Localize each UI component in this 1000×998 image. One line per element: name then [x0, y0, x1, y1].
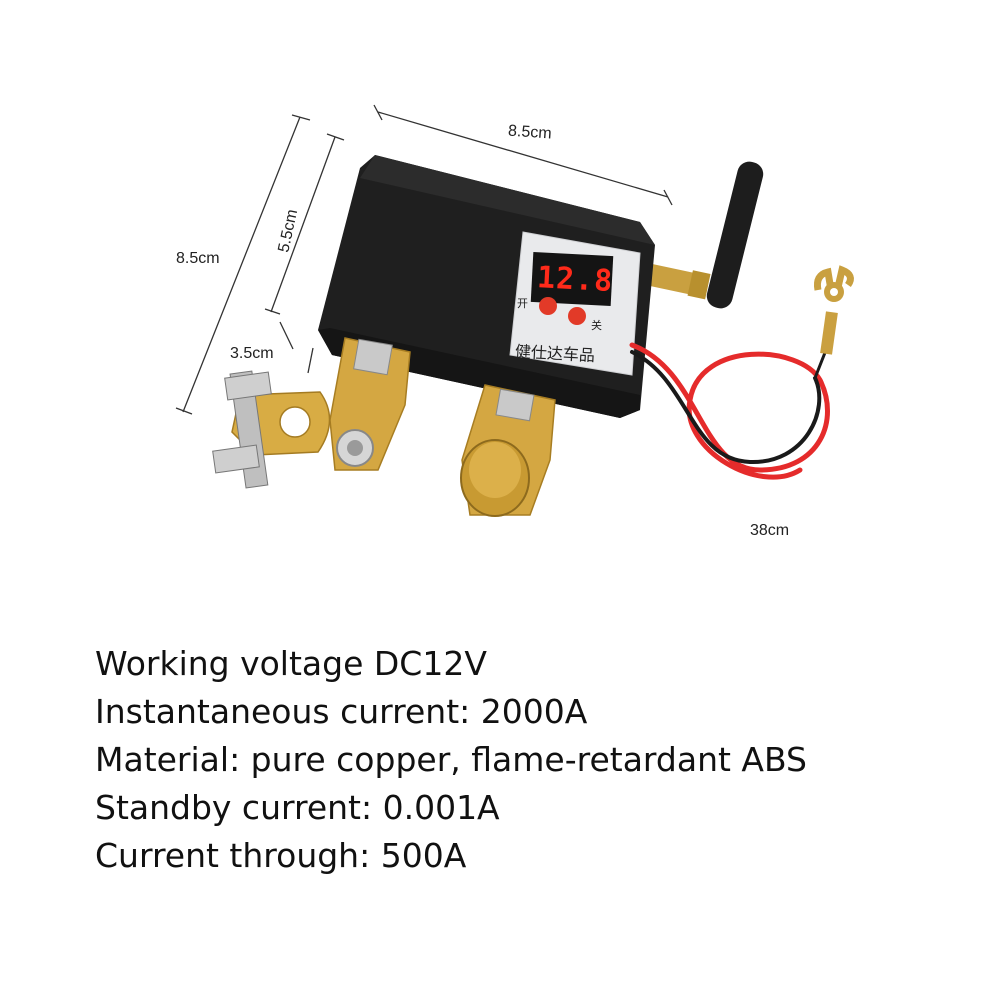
spec-current-through: Current through: 500A: [95, 836, 467, 875]
dimension-left-height: 8.5cm: [176, 250, 220, 267]
on-label: 开: [517, 297, 528, 310]
off-button[interactable]: [568, 307, 586, 325]
dimension-top-width: 8.5cm: [507, 122, 553, 143]
product-illustration: [175, 104, 854, 517]
brand-label: 健仕达车品: [514, 341, 596, 366]
control-panel: [509, 231, 641, 376]
on-button[interactable]: [539, 297, 557, 315]
spec-standby-current: Standby current: 0.001A: [95, 788, 500, 827]
ring-connector: [814, 265, 854, 355]
spec-instant-current: Instantaneous current: 2000A: [95, 692, 588, 731]
antenna: [648, 161, 764, 309]
spec-voltage: Working voltage DC12V: [95, 644, 487, 683]
voltage-display: 12.8: [536, 260, 615, 300]
off-label: 关: [591, 319, 602, 332]
copper-terminals: [329, 337, 556, 517]
battery-clamp: [212, 370, 331, 489]
dimension-cable-length: 38cm: [750, 522, 790, 539]
cable: [629, 342, 830, 480]
spec-material: Material: pure copper, flame-retardant A…: [95, 740, 807, 779]
dimension-lines: [175, 104, 673, 415]
spec-list: Working voltage DC12V Instantaneous curr…: [95, 640, 807, 880]
product-photo: 12.8 开 关 健仕达车品 8.5cm 8.5cm 5.5cm 3.5cm 3…: [175, 104, 854, 539]
dimension-terminal-offset: 3.5cm: [230, 345, 274, 362]
